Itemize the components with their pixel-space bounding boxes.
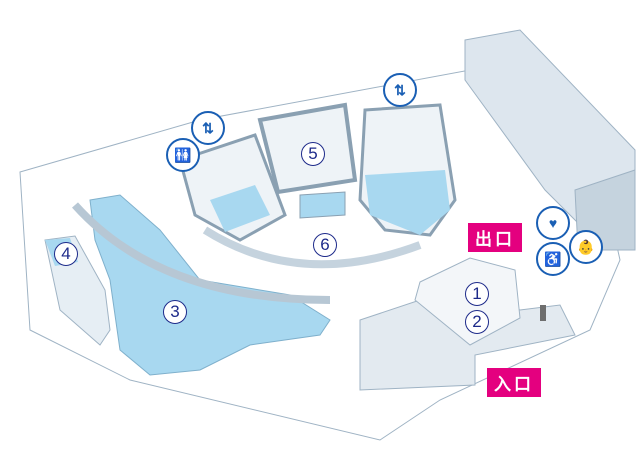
area-marker-3[interactable]: 3 [163, 300, 187, 324]
center-pool [299, 191, 346, 219]
tank-right-water [365, 170, 450, 235]
door [540, 305, 546, 321]
tank-left-water [210, 185, 270, 232]
area-marker-5[interactable]: 5 [301, 142, 325, 166]
amphitheater-arc [202, 226, 422, 269]
area-marker-6[interactable]: 6 [313, 233, 337, 257]
elevator-icon: ⇅ [383, 73, 417, 107]
baby-changing-icon: 👶 [569, 230, 603, 264]
entrance-label: 入口 [487, 368, 541, 397]
area-marker-4[interactable]: 4 [54, 242, 78, 266]
exit-label: 出口 [468, 223, 522, 252]
elevator-icon: ⇅ [191, 111, 225, 145]
pool-3-path [72, 202, 331, 304]
heart-icon: ♥ [536, 206, 570, 240]
area-marker-2[interactable]: 2 [465, 310, 489, 334]
restroom-icon: 🚻 [166, 138, 200, 172]
area-marker-1[interactable]: 1 [465, 282, 489, 306]
restroom-accessible-icon: ♿ [536, 242, 570, 276]
